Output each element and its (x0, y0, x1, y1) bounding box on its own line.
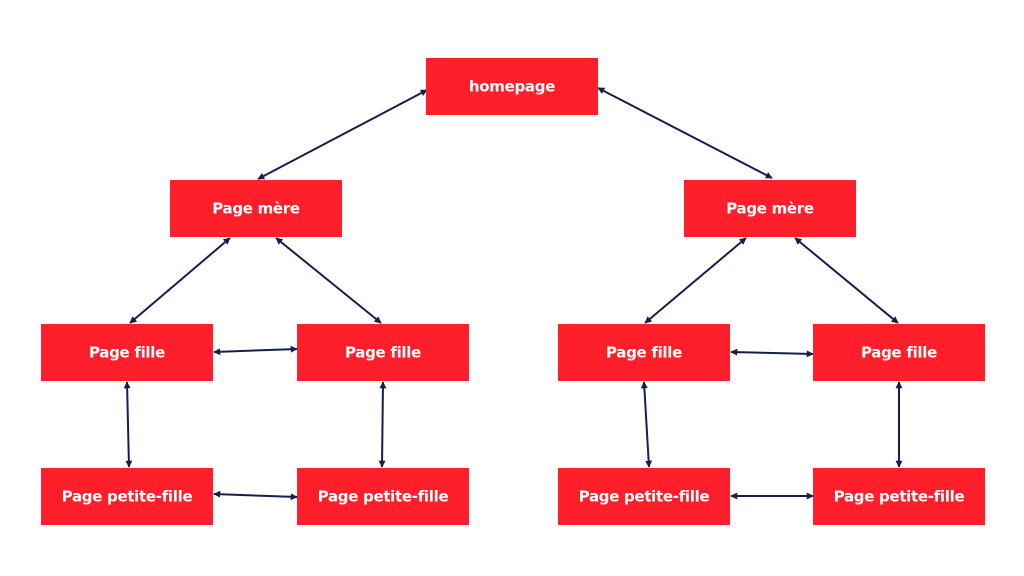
arrow-home-mere-left (257, 89, 428, 180)
node-page-petite-fille-l1-label: Page petite-fille (62, 488, 193, 506)
node-page-fille-l1-label: Page fille (89, 344, 165, 362)
arrow-fille-l1-fille-l2 (213, 345, 298, 356)
node-page-petite-fille-l2: Page petite-fille (297, 468, 469, 525)
node-page-petite-fille-r1: Page petite-fille (558, 468, 730, 525)
node-homepage: homepage (426, 58, 598, 115)
node-page-fille-l2-label: Page fille (345, 344, 421, 362)
node-page-mere-left-label: Page mère (212, 200, 300, 218)
connectors (123, 87, 903, 501)
node-page-fille-l2: Page fille (297, 324, 469, 381)
arrow-home-mere-right (597, 87, 773, 179)
node-page-mere-right-label: Page mère (726, 200, 814, 218)
arrow-mere-left-fille-l2 (275, 237, 382, 324)
node-page-fille-r2: Page fille (813, 324, 985, 381)
arrow-fille-r1-petite-r1 (640, 381, 653, 468)
arrow-mere-left-fille-l1 (129, 237, 231, 324)
arrow-fille-r1-fille-r2 (730, 348, 814, 358)
node-page-fille-r1-label: Page fille (606, 344, 682, 362)
node-page-fille-r2-label: Page fille (861, 344, 937, 362)
arrow-fille-l1-petite-l1 (123, 381, 133, 468)
node-page-fille-l1: Page fille (41, 324, 213, 381)
arrow-fille-l2-petite-l2 (378, 381, 387, 468)
node-page-petite-fille-r2-label: Page petite-fille (834, 488, 965, 506)
node-page-petite-fille-l1: Page petite-fille (41, 468, 213, 525)
node-page-mere-right: Page mère (684, 180, 856, 237)
node-homepage-label: homepage (469, 78, 555, 96)
node-page-petite-fille-l2-label: Page petite-fille (318, 488, 449, 506)
node-page-fille-r1: Page fille (558, 324, 730, 381)
arrow-mere-right-fille-r1 (644, 237, 747, 324)
arrow-petite-l1-petite-l2 (213, 490, 298, 501)
arrow-mere-right-fille-r2 (794, 237, 899, 324)
node-page-petite-fille-r1-label: Page petite-fille (579, 488, 710, 506)
node-page-petite-fille-r2: Page petite-fille (813, 468, 985, 525)
node-page-mere-left: Page mère (170, 180, 342, 237)
